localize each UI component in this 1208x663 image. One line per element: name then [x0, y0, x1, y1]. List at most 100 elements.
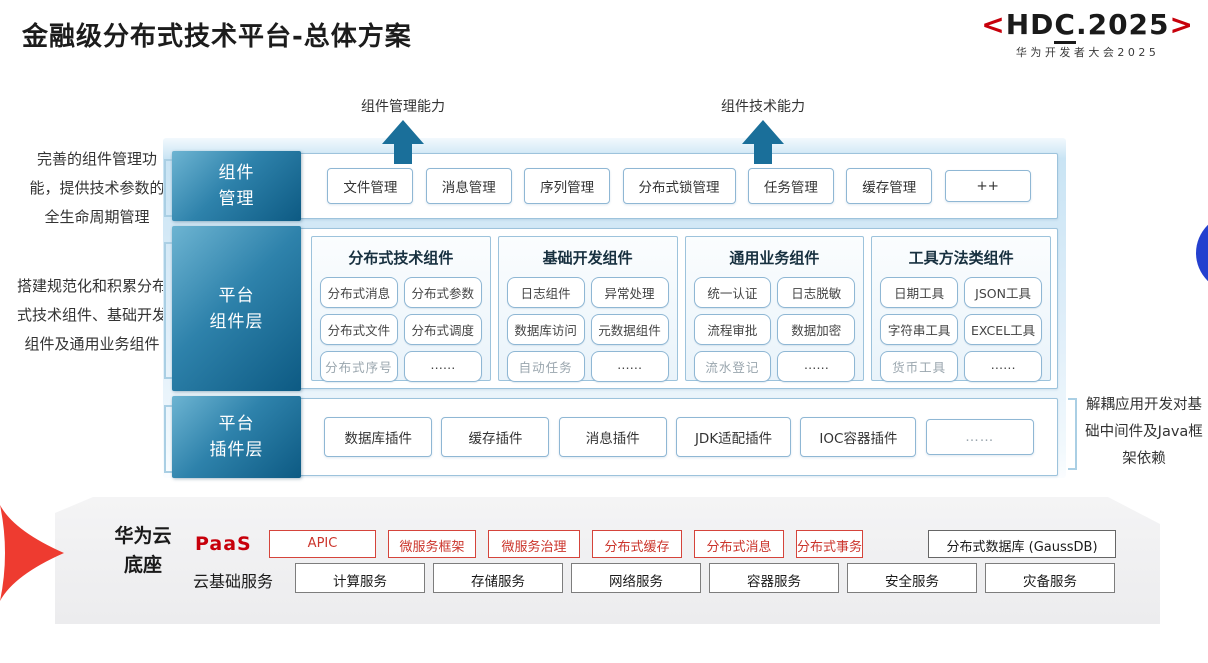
layer-label-platform-plugins: 平台 插件层 [172, 396, 301, 478]
note-right: 解耦应用开发对基础中间件及Java框架依赖 [1085, 397, 1203, 467]
label-line: 平台 [218, 285, 255, 306]
component-cell: 分布式消息 [320, 277, 398, 308]
component-cell: …… [964, 351, 1042, 382]
component-cell: 流程审批 [693, 314, 772, 345]
component-box: 缓存管理 [846, 168, 933, 204]
hdc-logo-subtitle: 华为开发者大会2025 [1015, 46, 1160, 59]
component-box: 分布式锁管理 [622, 168, 736, 204]
hdc-2025-logo: <HDC.2025> 华为开发者大会2025 [981, 8, 1194, 60]
component-box: 任务管理 [747, 168, 834, 204]
layer-component-management: 组件 管理 文件管理消息管理序列管理分布式锁管理任务管理缓存管理 ++ [164, 151, 1058, 221]
note-left-bottom: 搭建规范化和积累分布式技术组件、基础开发组件及通用业务组件 [16, 277, 167, 353]
paas-service-box: 分布式消息 [694, 530, 784, 558]
component-cell: 流水登记 [693, 351, 772, 382]
component-cell: 数据加密 [777, 314, 856, 345]
logo-year: .2025 [1075, 8, 1170, 41]
cloud-service-box: 网络服务 [571, 563, 701, 593]
arrow-left-label: 组件管理能力 [361, 99, 445, 115]
component-cell: …… [590, 351, 669, 382]
component-box: ++ [944, 170, 1031, 202]
page-title: 金融级分布式技术平台-总体方案 [22, 22, 412, 52]
component-cell: …… [777, 351, 856, 382]
label-line: 组件层 [209, 311, 264, 332]
component-cell: EXCEL工具 [964, 314, 1042, 345]
platform-diagram: 组件 管理 文件管理消息管理序列管理分布式锁管理任务管理缓存管理 ++ 平台 组件… [163, 138, 1066, 478]
label-line: 平台 [218, 414, 255, 434]
layer-label-platform-components: 平台 组件层 [172, 226, 301, 391]
component-cell: 统一认证 [693, 277, 772, 308]
group-title: 通用业务组件 [729, 249, 820, 267]
foundation-label: 华为云 底座 [95, 522, 191, 580]
component-groups: 分布式技术组件 分布式消息分布式参数分布式文件分布式调度分布式序号…… 基础开发… [311, 236, 1051, 382]
plugin-box: 数据库插件 [324, 417, 433, 457]
cloud-service-box: 安全服务 [847, 563, 977, 593]
group-distributed-tech: 分布式技术组件 分布式消息分布式参数分布式文件分布式调度分布式序号…… [311, 236, 491, 382]
component-cell: 分布式调度 [403, 314, 482, 345]
plugin-box: …… [925, 419, 1034, 455]
logo-left-angle: < [981, 8, 1006, 41]
component-cell: 自动任务 [506, 351, 585, 382]
cloud-service-box: 存储服务 [433, 563, 563, 593]
component-box: 文件管理 [327, 168, 414, 204]
logo-right-angle: > [1169, 8, 1194, 41]
component-cell: 日期工具 [880, 277, 959, 308]
gaussdb-box: 分布式数据库 (GaussDB) [928, 530, 1116, 558]
label-line: 华为云 [114, 525, 172, 547]
note-left-top: 完善的组件管理功能，提供技术参数的全生命周期管理 [29, 150, 165, 226]
group-cells: 日志组件异常处理数据库访问元数据组件自动任务…… [506, 277, 669, 382]
arrow-right-label: 组件技术能力 [721, 99, 805, 115]
arrow-component-technical-capability: 组件技术能力 [708, 96, 818, 164]
group-title: 基础开发组件 [542, 249, 633, 267]
group-common-business: 通用业务组件 统一认证日志脱敏流程审批数据加密流水登记…… [684, 236, 865, 382]
group-title: 工具方法类组件 [908, 249, 1014, 267]
component-box: 序列管理 [524, 168, 611, 204]
hdc-logo-text: <HDC.2025> [981, 8, 1194, 44]
paas-service-box: 微服务框架 [388, 530, 476, 558]
paas-service-box: 分布式事务 [796, 530, 863, 558]
component-cell: 日志脱敏 [777, 277, 856, 308]
plugin-box: 消息插件 [558, 417, 667, 457]
plugin-box: IOC容器插件 [800, 417, 917, 457]
cloud-service-box: 容器服务 [709, 563, 839, 593]
paas-items: APIC 微服务框架微服务治理分布式缓存分布式消息分布式事务 [269, 530, 863, 558]
component-cell: 字符串工具 [880, 314, 959, 345]
label-line: 插件层 [209, 440, 264, 460]
label-line: 管理 [218, 189, 255, 209]
red-arrow-decoration [0, 505, 64, 601]
component-cell: 异常处理 [590, 277, 669, 308]
group-cells: 统一认证日志脱敏流程审批数据加密流水登记…… [693, 277, 856, 382]
logo-c-underlined: C [1054, 8, 1076, 44]
component-cell: 数据库访问 [506, 314, 585, 345]
component-cell: 元数据组件 [590, 314, 669, 345]
paas-service-box: 分布式缓存 [592, 530, 682, 558]
paas-service-box: 微服务治理 [488, 530, 580, 558]
up-arrow-icon [742, 120, 784, 164]
blue-circle-decoration [1196, 214, 1208, 292]
plugin-box: JDK适配插件 [675, 417, 792, 457]
cloud-services-label: 云基础服务 [193, 572, 274, 591]
plugin-box: 缓存插件 [441, 417, 550, 457]
cloud-service-items: 计算服务存储服务网络服务容器服务安全服务灾备服务 [295, 563, 1115, 593]
group-title: 分布式技术组件 [348, 249, 454, 267]
group-basic-dev: 基础开发组件 日志组件异常处理数据库访问元数据组件自动任务…… [497, 236, 678, 382]
component-cell: JSON工具 [964, 277, 1042, 308]
component-box: 消息管理 [425, 168, 512, 204]
component-cell: 分布式序号 [320, 351, 398, 382]
component-management-items: 文件管理消息管理序列管理分布式锁管理任务管理缓存管理 ++ [301, 154, 1057, 218]
cloud-service-box: 计算服务 [295, 563, 425, 593]
paas-service-box: APIC [269, 530, 376, 558]
cloud-service-box: 灾备服务 [985, 563, 1115, 593]
component-cell: 货币工具 [880, 351, 959, 382]
paas-label: PaaS [195, 533, 252, 555]
component-cell: 日志组件 [506, 277, 585, 308]
label-line: 组件 [218, 163, 255, 183]
right-bracket-shape [1068, 398, 1077, 470]
logo-hd: HD [1005, 8, 1055, 41]
up-arrow-icon [382, 120, 424, 164]
layer-label-component-management: 组件 管理 [172, 151, 301, 221]
